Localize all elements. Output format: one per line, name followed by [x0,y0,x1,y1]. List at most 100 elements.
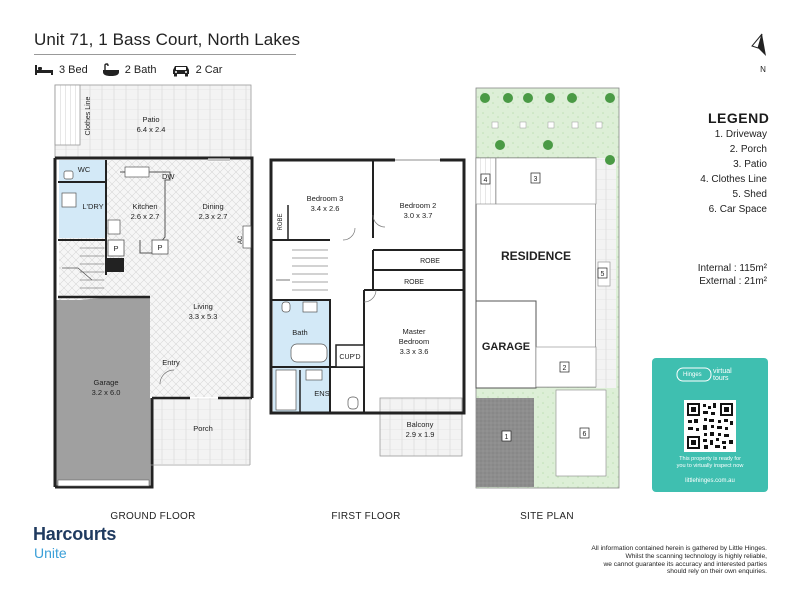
legend-item: 6. Car Space [708,204,767,215]
property-title: Unit 71, 1 Bass Court, North Lakes [34,30,301,49]
bath-vanity [302,301,318,313]
ground-floor-label: GROUND FLOOR [110,511,195,522]
tree [567,93,577,103]
first-floor-plan: Bedroom 3 3.4 x 2.6 Bedroom 2 3.0 x 3.7 … [269,158,466,522]
robe-walls [373,249,464,271]
virtual-tour-word-virtual: virtual [713,368,732,375]
site-garage [475,300,537,389]
disclaimer: All information contained herein is gath… [537,545,767,576]
marker-car-space [579,427,590,439]
pantry-1 [107,239,125,257]
paver [547,121,555,129]
site-driveway [476,398,534,487]
balcony-label: Balcony [407,420,434,429]
marker-6: 6 [583,431,587,438]
ground-floor-plan: Clothes Line Patio 6.4 x 2.4 WC DW [53,84,254,522]
marker-2: 2 [563,365,567,372]
site-residence-label: RESIDENCE [501,249,571,263]
legend-item: 5. Shed [732,189,767,200]
tree [523,93,533,103]
legend-item: 2. Porch [729,144,767,155]
paver [571,121,579,129]
marker-clothes-line [480,173,491,185]
bed3-label: Bedroom 3 [307,194,344,203]
disclaimer-line: All information contained herein is gath… [591,545,767,552]
marker-4: 4 [484,177,488,184]
property-specs: 3 Bed 2 Bath 2 Car [34,60,236,80]
legend-title: LEGEND [708,110,770,126]
bath-label: Bath [292,328,307,337]
patio-size: 6.4 x 2.4 [137,125,166,134]
bathtub [290,343,328,363]
pantry-2 [151,239,169,255]
paver [595,121,603,129]
cupboard [335,344,365,368]
harcourts-logo-sub: Unite [34,545,67,561]
cooktop [107,219,121,235]
master-size: 3.3 x 3.6 [400,347,429,356]
bath-toilet [281,301,291,313]
ens-shower [275,369,297,411]
dw-label: DW [162,172,175,181]
car-icon [172,65,189,76]
laundry-tub [61,192,77,208]
virtual-tour-text-1: This property is ready for [679,456,741,462]
pantry-label-1: P [113,244,118,253]
bed2-door-swing [372,214,386,228]
marker-3: 3 [534,176,538,183]
site-patio [495,157,597,205]
bed2-size: 3.0 x 3.7 [404,211,433,220]
virtual-tour-text: This property is ready for you to virtua… [660,456,760,470]
legend-item: 4. Clothes Line [700,174,767,185]
spec-car-label: 2 Car [195,64,223,76]
legend-item: 3. Patio [733,159,767,170]
master-robe-label: ROBE [404,279,424,286]
marker-5: 5 [601,271,605,278]
disclaimer-line: Whilst the scanning technology is highly… [625,552,767,560]
laundry-label: L'DRY [82,202,103,211]
compass-north-label: N [760,65,766,74]
paver [491,121,499,129]
cupboard-label: CUP'D [339,354,360,361]
kitchen-size: 2.6 x 2.7 [131,212,160,221]
dining-size: 2.3 x 2.7 [199,212,228,221]
ens-toilet [347,396,359,410]
tree [545,93,555,103]
compass-needle-dark [758,34,766,56]
virtual-tour-brand-2: virtual tours [713,368,732,382]
paver [519,121,527,129]
site-porch [535,346,597,388]
master-door-swing [363,289,377,303]
structural-column [106,258,124,272]
harcourts-logo: Harcourts [33,524,117,544]
internal-area: Internal : 115m² [697,263,767,274]
compass: N [751,33,766,74]
virtual-tour-text-2: you to virtually inspect now [676,463,744,469]
bed3-robe-label: ROBE [278,213,284,230]
ground-outer-wall [55,156,254,398]
garage-wall [55,398,154,489]
balcony-size: 2.9 x 1.9 [406,430,435,439]
bed-icon [35,65,53,75]
virtual-tour-link[interactable]: littlehinges.com.au [685,478,735,484]
master-label: Master [403,327,426,336]
area-summary: Internal : 115m² External : 21m² [698,262,767,288]
spec-bath-label: 2 Bath [124,64,157,76]
spec-car: 2 Car [171,64,223,77]
site-trees [480,93,615,165]
ground-staircase [80,247,104,289]
qr-code-icon[interactable] [684,400,736,452]
ens-label: ENS [314,389,329,398]
disclaimer-line: we cannot guarantee its accuracy and int… [603,560,767,568]
garage-door [57,479,150,487]
tree [480,93,490,103]
balcony-area [379,397,463,457]
wc-toilet [63,170,74,180]
site-garage-label: GARAGE [482,341,530,353]
first-staircase [292,249,328,291]
wc-label: WC [78,165,91,174]
stair-direction [62,267,93,281]
tree [605,155,615,165]
dining-label: Dining [202,202,223,211]
tree [543,140,553,150]
